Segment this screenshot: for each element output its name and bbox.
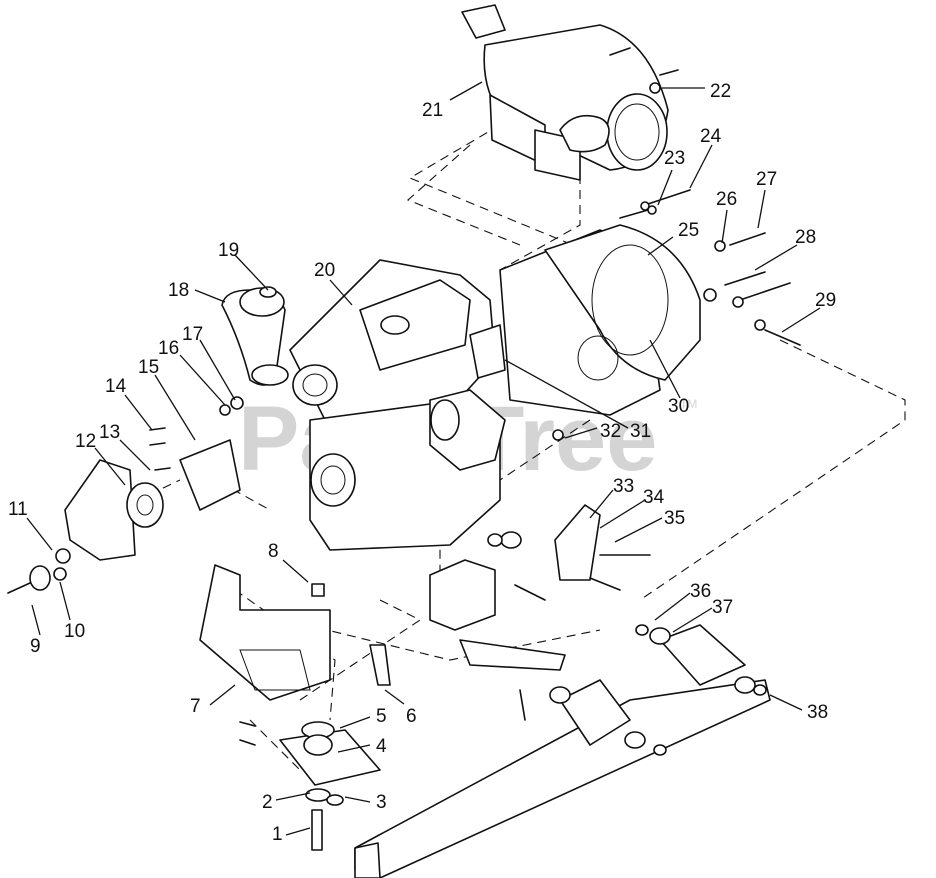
callout-8: 8 [268,541,279,562]
callout-12: 12 [75,431,96,452]
callout-27: 27 [756,169,777,190]
callout-34: 34 [643,487,665,508]
callout-17: 17 [182,324,203,345]
callout-9: 9 [30,636,41,657]
callout-10: 10 [64,621,85,642]
blower-housing [499,224,701,416]
fasteners [7,47,801,756]
callout-2: 2 [262,792,273,813]
callout-4: 4 [376,736,387,757]
callout-20: 20 [314,260,335,281]
callout-1: 1 [272,824,283,845]
watermark-trademark: TM [680,397,697,411]
mounting-plate [199,564,331,701]
intake-hose [221,286,289,386]
callout-19: 19 [218,240,239,261]
callout-26: 26 [716,189,737,210]
frame-tube [354,624,771,878]
callout-18: 18 [168,280,189,301]
muffler [461,4,669,181]
callout-14: 14 [105,376,127,397]
right-bracket [487,504,601,581]
callout-29: 29 [815,290,836,311]
callout-25: 25 [678,220,699,241]
callout-28: 28 [795,227,816,248]
callout-35: 35 [664,508,685,529]
callout-37: 37 [712,597,733,618]
callout-labels: 1 2 3 4 5 6 7 8 9 10 11 12 13 14 15 16 1… [8,81,836,845]
callout-6: 6 [406,706,417,727]
callout-13: 13 [99,422,120,443]
callout-7: 7 [190,696,201,717]
callout-3: 3 [376,792,387,813]
callout-5: 5 [376,706,387,727]
callout-36: 36 [690,581,711,602]
callout-31: 31 [630,421,651,442]
callout-30: 30 [668,396,689,417]
engine [289,259,506,551]
callout-11: 11 [8,499,28,520]
leader-lines [26,81,821,836]
callout-38: 38 [807,702,828,723]
callout-21: 21 [422,100,443,121]
callout-32: 32 [600,421,621,442]
callout-23: 23 [664,148,685,169]
callout-24: 24 [700,126,722,147]
callout-15: 15 [138,357,159,378]
side-bracket [64,439,241,561]
center-bracket [369,559,566,686]
callout-22: 22 [710,81,731,102]
vibration-mount [279,721,381,851]
callout-33: 33 [613,476,634,497]
callout-16: 16 [158,338,179,359]
